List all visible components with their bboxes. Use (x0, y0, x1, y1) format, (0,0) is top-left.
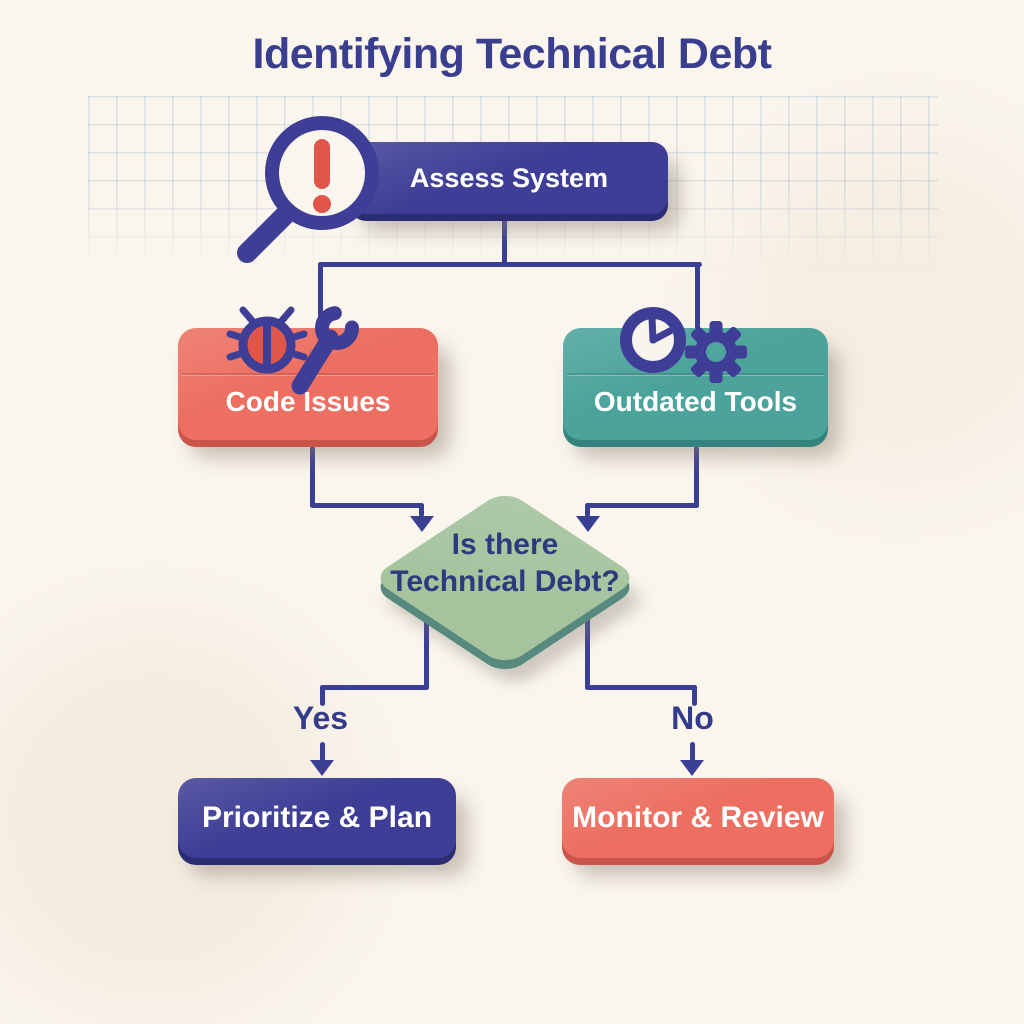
down-arrowhead (410, 516, 434, 532)
outdated-tools-label: Outdated Tools (593, 386, 798, 417)
gear-icon (685, 321, 747, 383)
code-issues-label: Code Issues (225, 386, 391, 417)
down-arrowhead (576, 516, 600, 532)
clock-icon (620, 307, 686, 373)
exclamation-icon (313, 139, 331, 213)
connector-line (694, 446, 699, 508)
monitor-review-node: Monitor & Review (562, 778, 834, 858)
decision-label: Is there Technical Debt? (390, 527, 620, 600)
magnifier-alert-icon (237, 116, 379, 263)
down-arrowhead (680, 760, 704, 776)
prioritize-plan-label: Prioritize & Plan (201, 801, 433, 834)
connector-line (585, 618, 590, 690)
no-branch-label: No (671, 700, 714, 736)
outdated-tools-icons (620, 307, 747, 383)
connector-line (318, 262, 702, 267)
connector-line (695, 262, 700, 332)
down-arrowhead (310, 760, 334, 776)
code-issues-icons (226, 306, 359, 395)
assess-system-label: Assess System (409, 162, 609, 193)
connector-line (318, 262, 323, 332)
connector-line (310, 446, 315, 508)
connector-line (320, 685, 325, 706)
connector-line (320, 742, 325, 762)
connector-line (502, 212, 507, 267)
monitor-review-label: Monitor & Review (572, 801, 824, 834)
diagram-title: Identifying Technical Debt (252, 30, 772, 78)
wrench-icon (291, 306, 359, 395)
connector-line (692, 685, 697, 706)
decision-label-line1: Is there (451, 528, 559, 561)
connector-line (424, 618, 429, 690)
decision-label-line2: Technical Debt? (390, 564, 620, 598)
yes-branch-label: Yes (292, 700, 349, 736)
magnifier-handle (237, 203, 297, 263)
prioritize-plan-node: Prioritize & Plan (178, 778, 456, 858)
connector-line (585, 503, 699, 508)
connector-line (585, 685, 697, 690)
bug-icon (226, 306, 308, 374)
connector-line (419, 503, 424, 517)
assess-system-node: Assess System (350, 142, 668, 214)
connector-line (310, 503, 424, 508)
connector-line (585, 503, 590, 517)
connector-line (320, 685, 429, 690)
connector-line (690, 742, 695, 762)
